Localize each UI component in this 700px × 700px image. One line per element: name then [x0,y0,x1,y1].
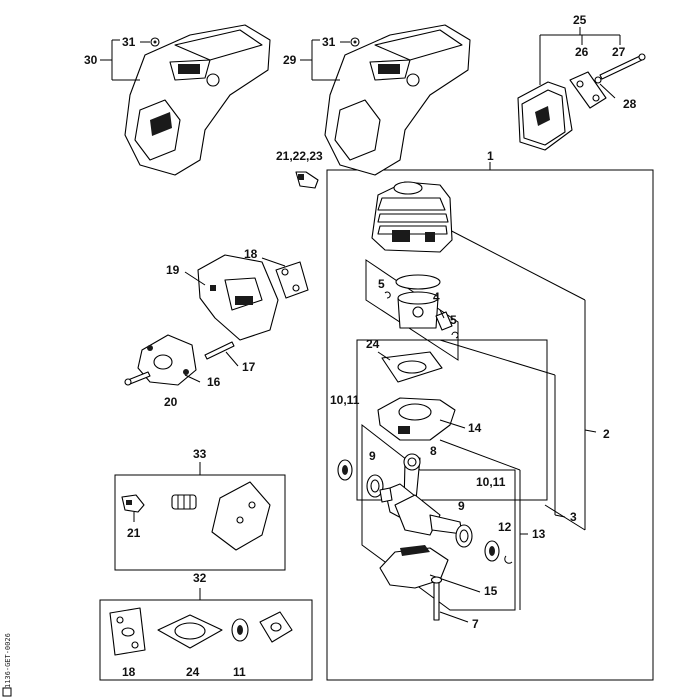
leader-19 [184,271,206,286]
callout-21-22-23: 21,22,23 [276,149,323,163]
callout-18b: 18 [122,665,136,679]
seal-left [337,459,353,481]
callout-10-11a: 10,11 [330,393,360,407]
callout-25: 25 [573,13,587,27]
callout-31a: 31 [122,35,136,49]
callout-3: 3 [570,510,577,524]
callout-5a: 5 [378,277,385,291]
air-filter [211,481,271,551]
callout-24a: 24 [366,337,380,351]
callout-7: 7 [472,617,479,631]
screw-17 [204,341,235,360]
leader-2c [584,429,597,433]
circlip-right [451,331,459,339]
callout-12: 12 [498,520,512,534]
cylinder [371,181,453,253]
callout-8: 8 [430,444,437,458]
crankcase-screw [430,576,443,621]
piston-pin [435,311,453,331]
screw-31a [150,37,160,47]
gasket-18-kit [109,607,146,656]
leader-18a [261,257,286,267]
crankshaft [379,453,463,536]
callout-30: 30 [84,53,98,67]
document-code: 1136-GET-0026 [4,633,12,688]
spark-plug-21 [121,494,145,513]
gasket-24-kit [157,614,223,649]
spark-plug [295,171,319,189]
baffle-19 [197,254,279,341]
callout-17: 17 [242,360,256,374]
leader-13a [439,439,521,471]
circlip-left [384,291,391,299]
callout-18a: 18 [244,247,258,261]
callout-29: 29 [283,53,297,67]
screw-20 [124,371,151,386]
callout-1: 1 [487,149,494,163]
callout-27: 27 [612,45,626,59]
callout-16: 16 [207,375,221,389]
callout-11: 11 [233,665,246,679]
screw-31b [350,37,360,47]
callout-13: 13 [532,527,546,541]
seal-right [484,540,500,562]
leader-17 [225,351,239,367]
callout-2: 2 [603,427,610,441]
shroud-30 [124,24,271,176]
gasket-kit-4 [259,611,293,643]
kit-32-box [99,599,313,681]
shroud-29 [324,24,471,176]
muffler-bolt [599,53,646,80]
callout-24b: 24 [186,665,200,679]
leader-16 [184,374,201,383]
callout-14: 14 [468,421,482,435]
leader-7 [439,611,469,623]
leader-3a [439,339,556,376]
main-assembly-box [326,169,654,681]
leader-2d [544,504,586,531]
fuel-filter [171,494,197,510]
callout-20: 20 [164,395,178,409]
leader-2a [439,224,586,301]
callout-21: 21 [127,526,141,540]
callout-5b: 5 [450,313,457,327]
leader-28 [599,83,616,99]
muffler [517,81,573,151]
retaining-ring [504,555,513,564]
piston [397,291,439,329]
muffler-plate [569,71,607,109]
callout-9a: 9 [369,449,376,463]
leader-24a [377,351,391,361]
washer-28 [594,76,602,84]
document-code-box [2,687,12,697]
crankcase-lower [379,545,449,589]
bearing-left [366,474,384,498]
callout-33: 33 [193,447,207,461]
intake-flange [137,334,197,386]
callout-9b: 9 [458,499,465,513]
callout-15: 15 [484,584,498,598]
crank-group-outline [361,423,516,611]
callout-32: 32 [193,571,207,585]
leader-3c [554,514,566,518]
subgroup-box-3 [356,339,548,501]
callout-4: 4 [433,290,440,304]
leader-14 [439,419,466,429]
callout-19: 19 [166,263,180,277]
seal-11-kit [231,618,249,642]
crankcase-upper [377,397,456,441]
callout-28: 28 [623,97,637,111]
callout-10-11b: 10,11 [476,475,506,489]
callout-26: 26 [575,45,589,59]
callout-31b: 31 [322,35,336,49]
piston-ring [395,274,441,290]
leader-5b [439,309,445,319]
bearing-right [455,524,473,548]
gasket-18 [275,261,309,299]
